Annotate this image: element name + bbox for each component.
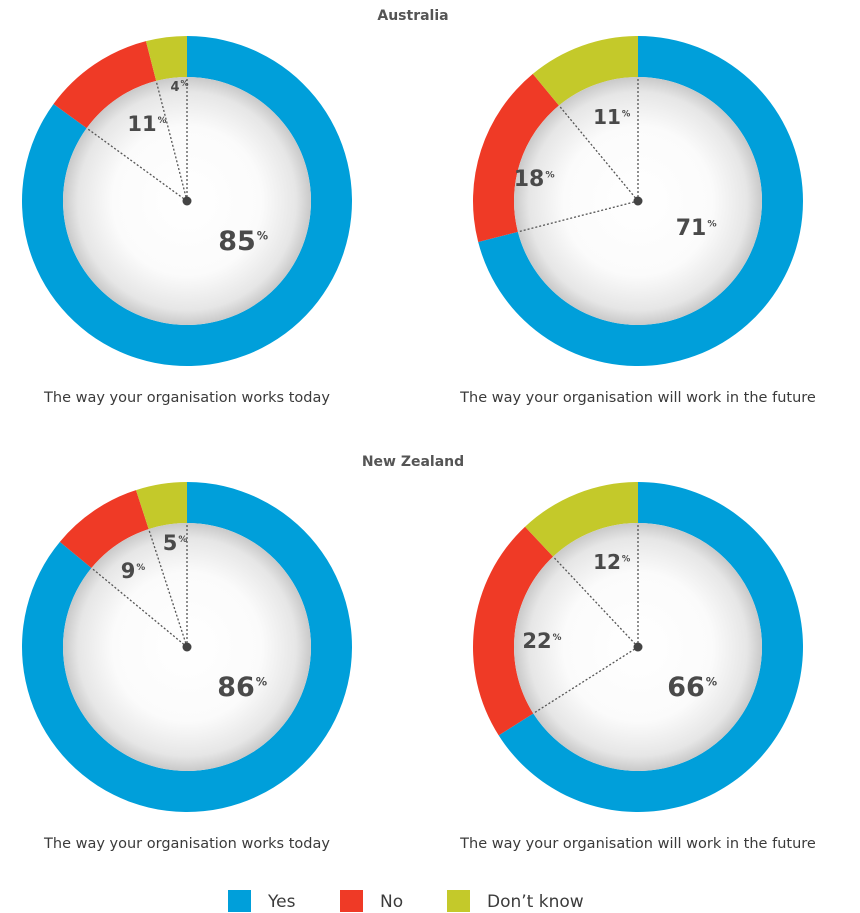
charts-layer: 85%11%4%The way your organisation works … — [21, 36, 816, 852]
value-unit: % — [136, 563, 145, 573]
slice-boundary-line — [532, 646, 639, 714]
value-unit: % — [257, 229, 268, 243]
slice-no — [473, 73, 559, 243]
center-dot — [182, 642, 192, 652]
slice-boundary-line — [91, 567, 188, 648]
slice-boundary-line — [155, 80, 188, 202]
slice-don-t-know — [136, 482, 187, 530]
donut-new-zealand-future: 66%22%12%The way your organisation will … — [459, 481, 816, 852]
slice-boundary-line — [86, 127, 188, 202]
value-unit: % — [256, 675, 267, 689]
slice-don-t-know — [532, 36, 638, 106]
legend-label-no: No — [380, 892, 403, 912]
chart-caption: The way your organisation works today — [43, 836, 330, 852]
center-dot — [633, 642, 643, 652]
value-label-no: 22 — [522, 629, 551, 653]
value-unit: % — [158, 116, 167, 126]
section-title-australia: Australia — [377, 8, 448, 24]
value-label-yes: 86 — [217, 672, 255, 703]
value-label-no: 18 — [514, 167, 545, 192]
value-label-yes: 85 — [218, 226, 256, 257]
donut-new-zealand-today: 86%9%5%The way your organisation works t… — [21, 482, 352, 852]
value-label-no: 11 — [127, 112, 156, 136]
value-unit: % — [553, 633, 562, 643]
legend-swatch-no — [340, 890, 363, 912]
value-label-don-t-know: 12 — [593, 550, 621, 574]
slice-boundary-line — [558, 105, 639, 202]
slice-don-t-know — [525, 481, 638, 557]
chart-caption: The way your organisation will work in t… — [459, 836, 816, 852]
donut-australia-future: 71%18%11%The way your organisation will … — [459, 36, 816, 406]
value-unit: % — [706, 675, 717, 689]
center-dot — [633, 196, 643, 206]
slice-no — [59, 490, 149, 568]
slice-don-t-know — [145, 36, 187, 81]
legend-swatch-yes — [228, 890, 251, 912]
slice-boundary-line — [517, 200, 639, 233]
value-label-no: 9 — [121, 559, 136, 583]
center-dot — [182, 196, 192, 206]
legend: Yes No Don’t know — [228, 890, 584, 912]
section-title-new-zealand: New Zealand — [362, 454, 464, 470]
chart-caption: The way your organisation will work in t… — [459, 390, 816, 406]
value-unit: % — [707, 219, 716, 230]
value-unit: % — [622, 108, 631, 118]
slice-boundary-line — [552, 556, 639, 648]
value-label-don-t-know: 5 — [163, 531, 178, 555]
donut-australia-today: 85%11%4%The way your organisation works … — [21, 36, 352, 406]
legend-label-don-t-know: Don’t know — [487, 892, 584, 912]
value-unit: % — [178, 535, 187, 545]
slice-boundary-line — [148, 528, 188, 648]
value-label-don-t-know: 4 — [170, 80, 179, 95]
value-unit: % — [545, 170, 554, 181]
value-unit: % — [181, 79, 189, 88]
legend-label-yes: Yes — [267, 892, 296, 912]
legend-swatch-don-t-know — [447, 890, 470, 912]
value-label-yes: 71 — [676, 216, 707, 241]
value-unit: % — [622, 553, 631, 563]
chart-caption: The way your organisation works today — [43, 390, 330, 406]
value-label-don-t-know: 11 — [593, 105, 621, 129]
value-label-yes: 66 — [667, 672, 705, 703]
slice-no — [53, 41, 157, 129]
slice-no — [472, 526, 554, 736]
